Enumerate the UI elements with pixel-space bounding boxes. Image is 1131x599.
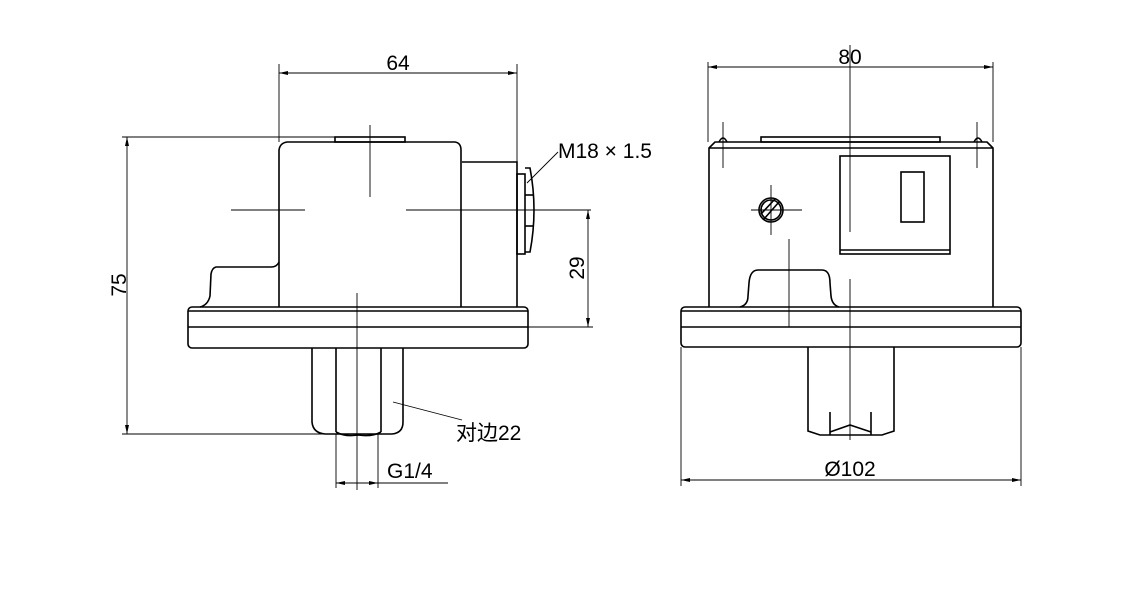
dim-64-label: 64 bbox=[386, 52, 410, 75]
thread-label: M18 × 1.5 bbox=[558, 140, 652, 163]
front-boss bbox=[739, 269, 840, 308]
front-view: 80 Ø102 bbox=[680, 45, 1022, 486]
g14-label: G1/4 bbox=[387, 460, 433, 483]
dim-80-label: 80 bbox=[838, 46, 861, 69]
side-view: 64 75 29 M18 × 1.5 对边22 bbox=[108, 52, 652, 490]
hex-callout: 对边22 bbox=[392, 401, 521, 445]
indicator-window bbox=[839, 155, 951, 255]
front-hex-fitting bbox=[807, 347, 895, 436]
side-view-centerlines bbox=[231, 125, 591, 490]
front-housing bbox=[708, 141, 994, 307]
dimension-64: 64 bbox=[278, 52, 518, 162]
side-step bbox=[199, 261, 280, 308]
dim-75-label: 75 bbox=[108, 273, 131, 296]
indicator-slot bbox=[900, 171, 925, 223]
dimension-g14: G1/4 bbox=[335, 434, 448, 488]
dimension-75: 75 bbox=[108, 136, 335, 435]
thread-callout: M18 × 1.5 bbox=[526, 140, 652, 184]
nut-base bbox=[516, 173, 526, 255]
dimension-d102: Ø102 bbox=[680, 347, 1022, 486]
housing bbox=[278, 141, 462, 307]
dimension-29: 29 bbox=[528, 210, 593, 328]
dim-d102-label: Ø102 bbox=[824, 458, 875, 481]
side-box bbox=[462, 161, 518, 307]
front-view-body bbox=[680, 136, 1022, 436]
hex-label: 对边22 bbox=[456, 422, 521, 445]
dim-29-label: 29 bbox=[566, 256, 589, 279]
dimension-80: 80 bbox=[707, 46, 994, 142]
right-pin bbox=[973, 137, 983, 143]
front-view-centerlines bbox=[722, 45, 978, 440]
side-view-body bbox=[187, 136, 535, 437]
hex-fitting bbox=[311, 348, 404, 435]
